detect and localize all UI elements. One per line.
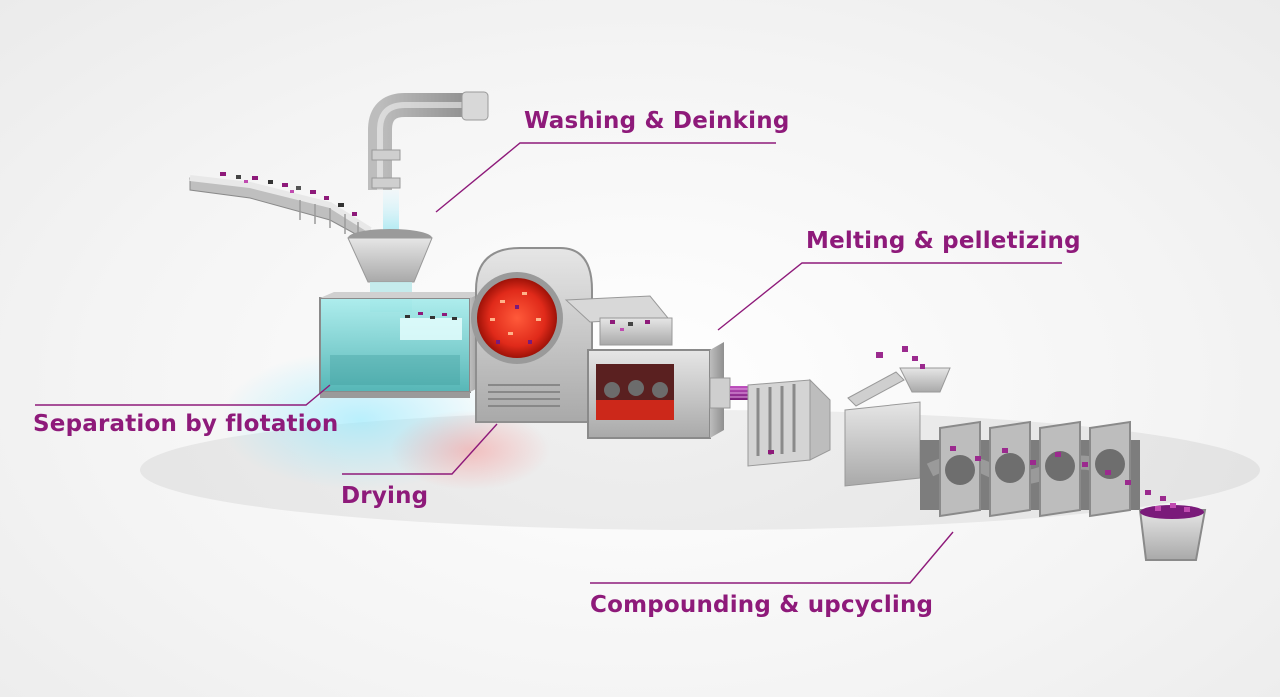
compounding-chute xyxy=(847,346,951,407)
melting-hopper xyxy=(564,295,673,346)
water-pipe xyxy=(368,91,489,190)
callout-lines xyxy=(35,142,1062,584)
water-stream xyxy=(383,190,399,235)
melting-extruder xyxy=(587,342,731,439)
compounding-extruder xyxy=(844,401,1166,518)
infeed-conveyor xyxy=(189,172,372,243)
callout-line-melting xyxy=(717,262,1062,331)
drying-drum xyxy=(471,247,593,423)
flotation-tank xyxy=(319,292,484,398)
pelletizer-rack xyxy=(747,378,831,467)
callout-line-compounding xyxy=(590,531,954,584)
label-drying: Drying xyxy=(341,483,429,509)
pellet-bin xyxy=(1138,503,1207,561)
label-separation-flotation: Separation by flotation xyxy=(33,411,339,437)
label-melting-pelletizing: Melting & pelletizing xyxy=(806,228,1081,254)
callout-line-separation xyxy=(35,384,331,406)
callout-line-drying xyxy=(342,423,498,475)
callout-line-washing xyxy=(435,142,776,213)
label-compounding-upcycling: Compounding & upcycling xyxy=(590,592,934,618)
label-washing-deinking: Washing & Deinking xyxy=(524,108,790,134)
